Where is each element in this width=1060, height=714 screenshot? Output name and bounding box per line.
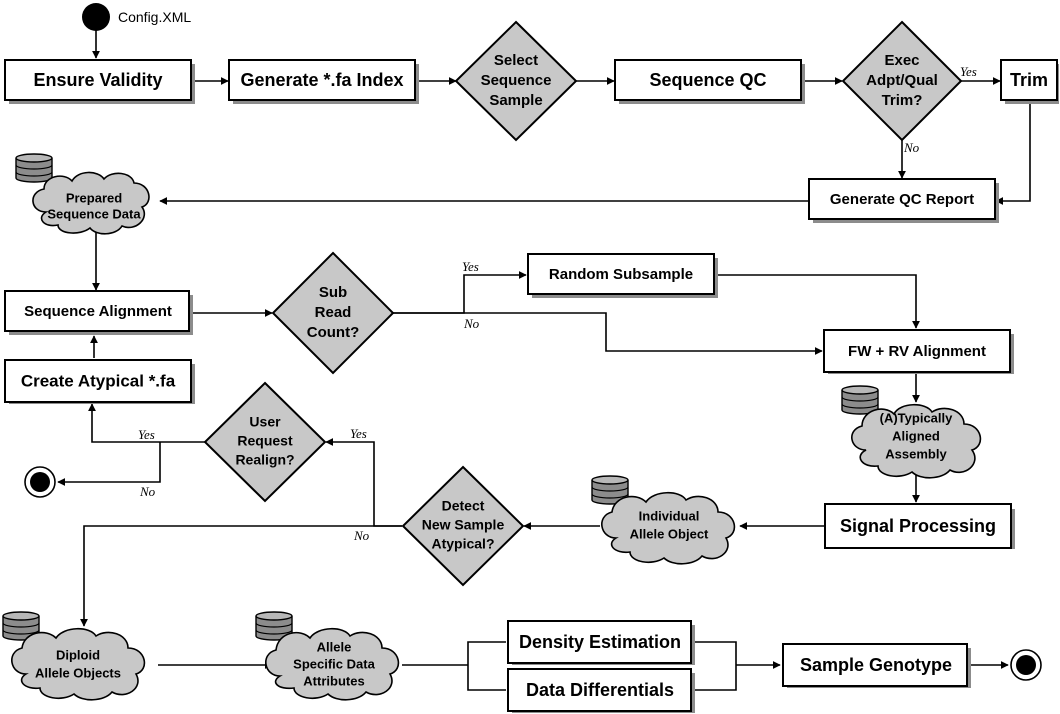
process-density-estimation: Density Estimation [507, 620, 695, 665]
edge-label-sub-yes: Yes [462, 259, 479, 274]
decision-exec-line2: Adpt/Qual [866, 72, 938, 89]
data-diploid-allele-objects: Diploid Allele Objects [2, 611, 146, 701]
decision-realign-line3: Realign? [235, 452, 294, 468]
edge-label-sub-no: No [463, 316, 480, 331]
decision-select-line2: Sequence [481, 72, 552, 89]
data-assembly-line1: (A)Typically [880, 410, 953, 425]
edges [57, 30, 1031, 691]
process-generate-fa-index: Generate *.fa Index [228, 59, 419, 104]
database-icon [15, 153, 53, 183]
process-sample-genotype-label: Sample Genotype [800, 655, 952, 675]
data-diploid-line2: Allele Objects [35, 665, 121, 680]
data-assembly-line3: Assembly [885, 446, 947, 461]
data-individual-line1: Individual [639, 508, 700, 523]
data-prepared-line1: Prepared [66, 190, 122, 205]
edge-detect-diploid [80, 525, 402, 627]
decision-select-line1: Select [494, 52, 538, 69]
edge-realign-end [57, 442, 161, 486]
process-signal-processing: Signal Processing [824, 503, 1015, 549]
process-trim: Trim [1000, 59, 1059, 104]
process-signal-processing-label: Signal Processing [840, 516, 996, 536]
edge-label-detect-no: No [353, 528, 370, 543]
data-prepared-line2: Sequence Data [47, 206, 141, 221]
data-typically-aligned-assembly: (A)Typically Aligned Assembly [841, 385, 982, 479]
process-density-estimation-label: Density Estimation [519, 632, 681, 652]
process-ensure-validity: Ensure Validity [4, 59, 195, 104]
process-sequence-alignment-label: Sequence Alignment [24, 303, 172, 320]
edge-label-trim-yes: Yes [960, 64, 977, 79]
edge-trim-report [995, 102, 1031, 205]
data-individual-allele-object: Individual Allele Object [591, 475, 736, 565]
process-fw-rv-alignment: FW + RV Alignment [823, 329, 1014, 374]
decision-exec-line3: Trim? [882, 92, 923, 109]
process-generate-qc-report: Generate QC Report [808, 178, 999, 223]
end-node-realign [24, 466, 56, 498]
process-sample-genotype: Sample Genotype [782, 643, 971, 688]
data-individual-line2: Allele Object [630, 526, 709, 541]
process-sequence-qc-label: Sequence QC [649, 70, 766, 90]
decision-detect-line2: New Sample [422, 517, 505, 533]
edge-detect-realign [325, 438, 402, 527]
process-generate-fa-index-label: Generate *.fa Index [240, 70, 403, 90]
decision-exec-trim: Exec Adpt/Qual Trim? [841, 20, 963, 142]
process-data-differentials-label: Data Differentials [526, 680, 674, 700]
edge-label-trim-no: No [903, 140, 920, 155]
edge-sub-fwrv [392, 312, 823, 355]
process-fw-rv-alignment-label: FW + RV Alignment [848, 343, 986, 360]
process-ensure-validity-label: Ensure Validity [33, 70, 162, 90]
decision-select-line3: Sample [489, 92, 542, 109]
edge-label-realign-no: No [139, 484, 156, 499]
decision-sub-line1: Sub [319, 284, 347, 301]
edge-attributes-split [402, 641, 506, 691]
edge-label-detect-yes: Yes [350, 426, 367, 441]
process-create-atypical-fa: Create Atypical *.fa [4, 359, 195, 404]
data-assembly-line2: Aligned [892, 428, 940, 443]
process-create-atypical-fa-label: Create Atypical *.fa [21, 371, 176, 390]
edge-realign-create [88, 403, 206, 443]
edge-sub-random [392, 271, 527, 314]
data-diploid-line1: Diploid [56, 647, 100, 662]
decision-sub-line3: Count? [307, 324, 359, 341]
decision-detect-new-sample: Detect New Sample Atypical? [401, 465, 525, 587]
data-allele-specific-attributes: Allele Specific Data Attributes [255, 611, 400, 701]
process-trim-label: Trim [1010, 70, 1048, 90]
decision-user-request-realign: User Request Realign? [203, 381, 327, 503]
edge-random-fwrv [716, 274, 920, 329]
data-allele-line3: Attributes [303, 673, 364, 688]
edge-merge-genotype [692, 641, 780, 691]
process-data-differentials: Data Differentials [507, 668, 695, 713]
data-prepared-sequence-data: Prepared Sequence Data [15, 153, 150, 235]
decision-select-sequence-sample: Select Sequence Sample [454, 20, 578, 142]
decision-sub-line2: Read [315, 304, 352, 321]
start-node [82, 3, 110, 31]
data-allele-line1: Allele [317, 639, 352, 654]
database-icon [841, 385, 879, 415]
decision-realign-line2: Request [237, 433, 293, 449]
decision-realign-line1: User [249, 414, 281, 430]
decision-detect-line1: Detect [442, 498, 485, 514]
edge-labels: Yes No Yes No Yes No Yes No [138, 64, 977, 543]
end-node-genotype [1010, 649, 1042, 681]
process-sequence-qc: Sequence QC [614, 59, 805, 104]
process-random-subsample-label: Random Subsample [549, 266, 693, 283]
process-random-subsample: Random Subsample [527, 253, 718, 298]
process-generate-qc-report-label: Generate QC Report [830, 191, 974, 208]
decision-detect-line3: Atypical? [431, 536, 494, 552]
decision-exec-line1: Exec [884, 52, 919, 69]
edge-label-realign-yes: Yes [138, 427, 155, 442]
process-sequence-alignment: Sequence Alignment [4, 290, 193, 335]
data-allele-line2: Specific Data [293, 656, 375, 671]
start-label: Config.XML [118, 9, 191, 25]
decision-sub-read-count: Sub Read Count? [271, 251, 395, 375]
